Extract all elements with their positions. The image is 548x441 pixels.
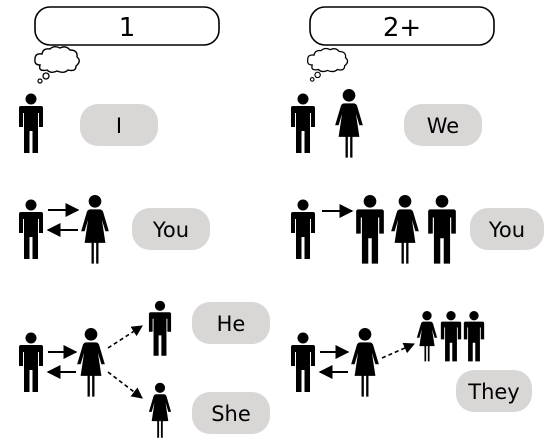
header-plural-label: 2+ bbox=[383, 13, 421, 43]
man-icon bbox=[291, 332, 315, 392]
man-icon bbox=[440, 311, 462, 362]
woman-icon bbox=[416, 311, 438, 362]
pronoun-you-singular: You bbox=[152, 218, 189, 242]
pronoun-pill-we: We bbox=[404, 104, 482, 146]
pronoun-he: He bbox=[217, 312, 246, 336]
thought-cloud-icon bbox=[34, 46, 80, 84]
man-icon bbox=[19, 332, 43, 392]
pronoun-pill-i: I bbox=[80, 104, 158, 146]
pronoun-pill-he: He bbox=[192, 302, 270, 344]
pronoun-pill-they: They bbox=[456, 370, 532, 412]
header-singular-label: 1 bbox=[119, 13, 136, 43]
woman-icon bbox=[81, 194, 109, 264]
pronoun-pill-you-plural: You bbox=[470, 208, 544, 250]
header-plural: 2+ bbox=[309, 6, 495, 46]
pronoun-pill-she: She bbox=[192, 392, 270, 434]
man-icon bbox=[291, 199, 315, 259]
man-icon bbox=[356, 194, 384, 264]
man-icon bbox=[19, 199, 43, 259]
man-icon bbox=[19, 93, 43, 153]
pronoun-they: They bbox=[467, 380, 520, 404]
woman-icon bbox=[391, 194, 419, 264]
pronoun-we: We bbox=[427, 114, 459, 138]
woman-icon bbox=[77, 327, 105, 397]
man-icon bbox=[291, 93, 315, 153]
dashed-arrow-icon bbox=[381, 342, 416, 359]
pronoun-i: I bbox=[116, 114, 122, 138]
pronoun-she: She bbox=[211, 402, 251, 426]
dashed-arrow-icon bbox=[107, 371, 143, 399]
thought-cloud-icon bbox=[306, 47, 349, 82]
pronoun-pill-you-singular: You bbox=[132, 208, 210, 250]
man-icon bbox=[428, 194, 456, 264]
dashed-arrow-icon bbox=[107, 325, 143, 349]
header-singular: 1 bbox=[34, 6, 220, 46]
woman-icon bbox=[351, 327, 379, 397]
man-icon bbox=[463, 311, 485, 362]
man-icon bbox=[148, 300, 172, 356]
pronoun-you-plural: You bbox=[488, 218, 525, 242]
woman-icon bbox=[148, 382, 172, 438]
woman-icon bbox=[335, 88, 363, 158]
